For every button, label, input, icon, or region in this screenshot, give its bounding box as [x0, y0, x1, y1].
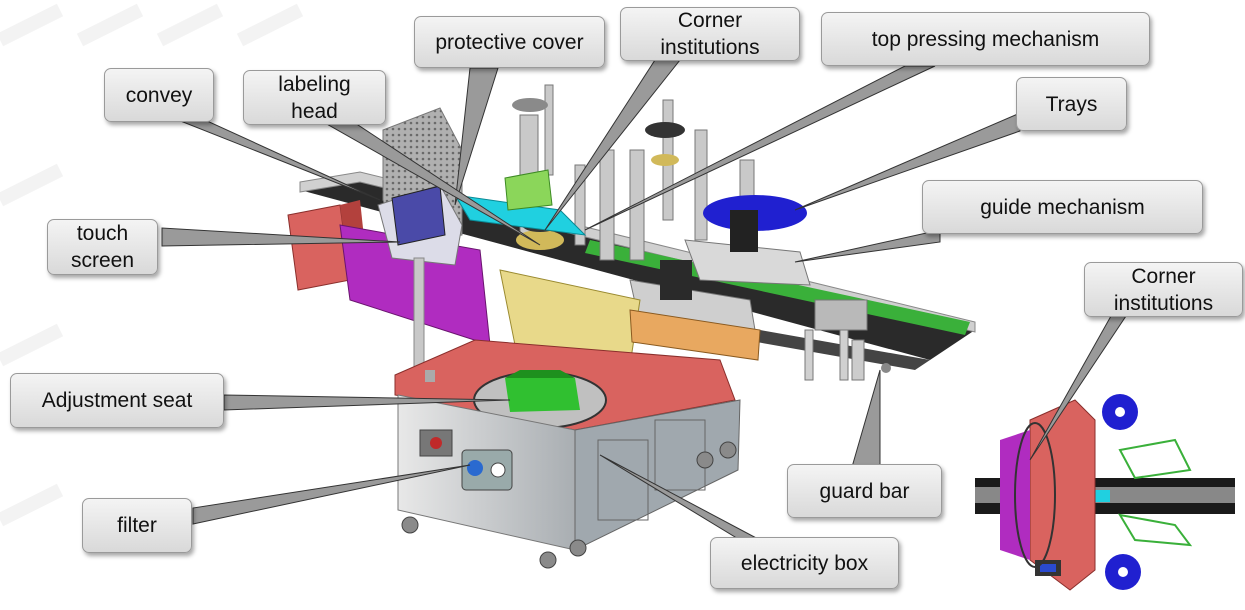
callout-adjustment-seat: Adjustment seat	[10, 373, 224, 428]
handwheel	[645, 122, 685, 138]
callout-filter: filter	[82, 498, 192, 553]
adjustment-seat	[473, 370, 607, 429]
gear	[516, 230, 564, 250]
guide-block	[660, 260, 692, 300]
callout-electricity-box: electricity box	[710, 537, 899, 589]
inset-top-view	[975, 394, 1235, 591]
leg	[425, 370, 435, 382]
guard-bar	[804, 299, 891, 381]
guide-block	[730, 210, 758, 252]
guide-plate	[684, 239, 811, 286]
casters	[401, 441, 737, 569]
callout-protective-cover: protective cover	[414, 16, 605, 68]
leader-lines	[161, 59, 1127, 541]
handwheel	[512, 98, 548, 112]
green-part	[504, 169, 553, 211]
callout-corner-institutions-top: Corner institutions	[620, 7, 800, 61]
callout-top-pressing-mechanism: top pressing mechanism	[821, 12, 1150, 66]
gear	[651, 154, 679, 166]
touch-screen	[377, 184, 463, 379]
callout-labeling-head: labeling head	[243, 70, 386, 125]
callout-touch-screen: touch screen	[47, 219, 158, 275]
callout-convey: convey	[104, 68, 214, 122]
background-pattern	[0, 3, 304, 527]
filter-unit	[461, 449, 513, 491]
callout-trays: Trays	[1016, 77, 1127, 131]
leg	[851, 339, 865, 381]
callout-guard-bar: guard bar	[787, 464, 942, 518]
orange-panel	[629, 309, 761, 361]
callout-corner-institutions-inset: Corner institutions	[1084, 262, 1243, 317]
callout-guide-mechanism: guide mechanism	[922, 180, 1203, 234]
